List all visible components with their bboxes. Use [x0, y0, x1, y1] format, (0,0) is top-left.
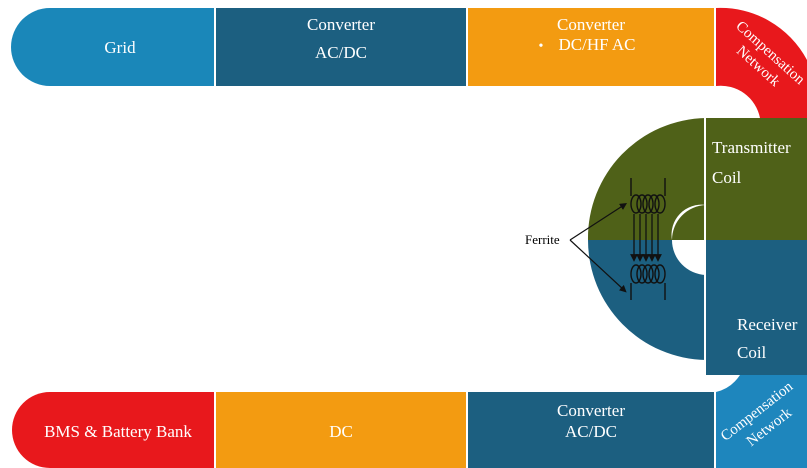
transmitter-coil-label-line2: Coil [712, 168, 742, 187]
converter-acdc-top-block [216, 8, 466, 86]
transmitter-coil-icon [630, 178, 666, 214]
compensation-network-top-block [716, 7, 807, 118]
converter-dchfac-label-line1: Converter [557, 15, 625, 34]
converter-acdc-top-label-line2: AC/DC [315, 43, 367, 62]
receiver-coil-label-line2: Coil [737, 343, 767, 362]
converter-dchfac-label-line2: DC/HF AC [559, 35, 636, 54]
grid-label: Grid [104, 38, 136, 57]
converter-acdc-bottom-line1: Converter [557, 401, 625, 420]
grid-block [11, 8, 214, 86]
converter-dchfac-block [468, 8, 714, 86]
transmitter-coil-outer-segment [706, 118, 807, 240]
bms-battery-bank-label: BMS & Battery Bank [44, 422, 192, 441]
converter-acdc-top-label-line1: Converter [307, 15, 375, 34]
dc-label: DC [329, 422, 353, 441]
magnetic-field-arrows [630, 214, 662, 262]
ferrite-label: Ferrite [525, 232, 560, 247]
bms-battery-bank-block [12, 392, 214, 468]
dc-block [216, 392, 466, 468]
converter-acdc-bottom-line2: AC/DC [565, 422, 617, 441]
ferrite-pointer-lines [569, 203, 628, 293]
converter-dchfac-bullet: • [539, 39, 544, 54]
receiver-coil-icon [630, 264, 666, 300]
receiver-coil-outer-segment [706, 240, 807, 375]
transmitter-coil-block [587, 118, 706, 240]
transmitter-coil-label-line1: Transmitter [712, 138, 791, 157]
receiver-coil-label-line1: Receiver [737, 315, 798, 334]
converter-acdc-bottom-block [468, 392, 714, 468]
compensation-network-bottom-block [716, 375, 807, 468]
